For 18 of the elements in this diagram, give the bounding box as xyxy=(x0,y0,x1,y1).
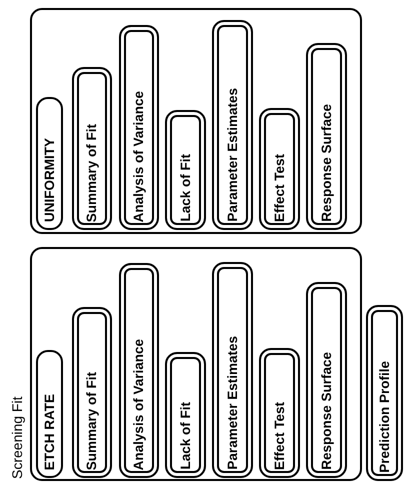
panel-heading: Screening Fit xyxy=(10,396,24,479)
pill-label: UNIFORMITY xyxy=(36,97,63,230)
pill-label: Lack of Fit xyxy=(165,352,206,478)
pill-label: Summary of Fit xyxy=(72,307,112,478)
pill-label: Analysis of Variance xyxy=(119,25,159,230)
pill-label: Effect Test xyxy=(259,108,300,230)
pill-label: Analysis of Variance xyxy=(119,263,159,478)
pill-label: Effect Test xyxy=(259,348,300,478)
pill-label: Parameter Estimates xyxy=(212,262,253,478)
pill-label: Prediction Profile xyxy=(366,305,403,481)
panel-frame xyxy=(30,8,362,234)
pill-label: Summary of Fit xyxy=(72,67,112,230)
pill-label: Response Surface xyxy=(306,43,347,230)
pill-label: Lack of Fit xyxy=(165,110,206,230)
pill-label: Parameter Estimates xyxy=(212,20,253,230)
pill-label: Response Surface xyxy=(306,282,347,478)
pill-label: ETCH RATE xyxy=(36,350,63,478)
panel-frame xyxy=(30,247,362,481)
